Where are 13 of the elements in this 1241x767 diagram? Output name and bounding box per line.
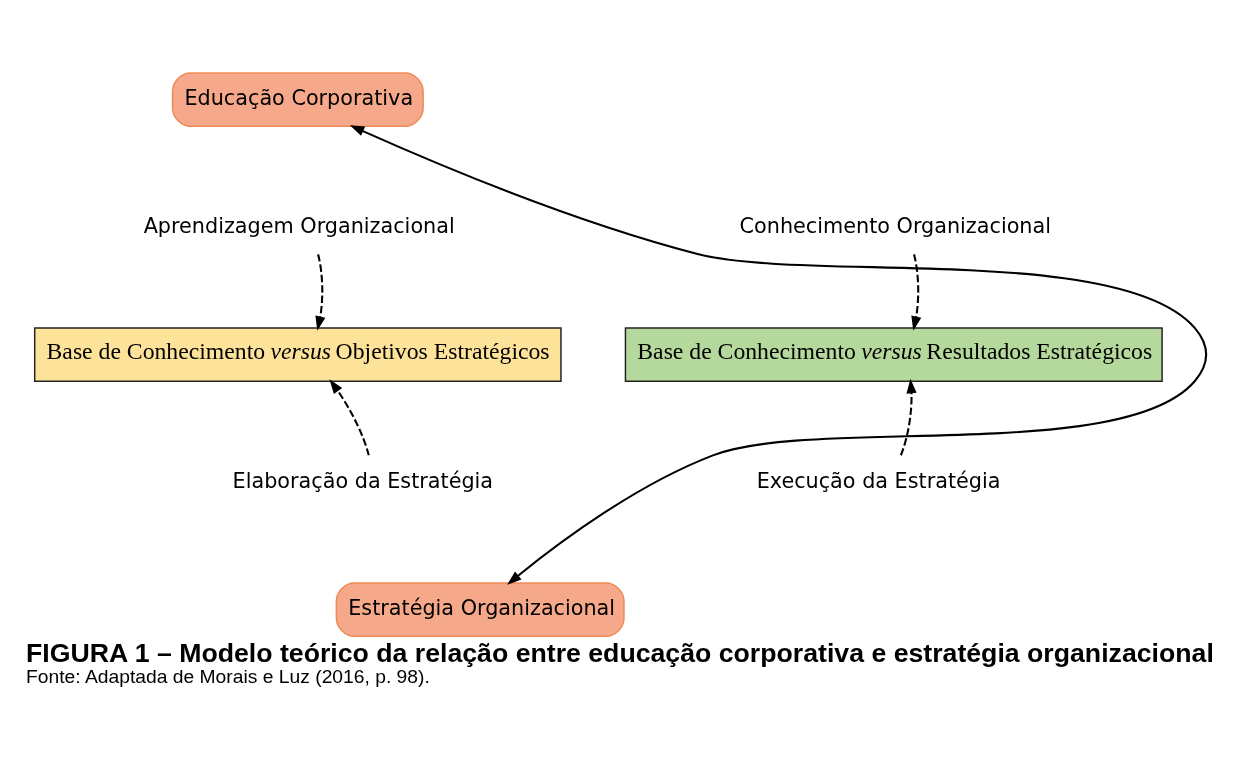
node-box: Educação Corporativa: [171, 72, 424, 128]
arrow: [315, 254, 326, 331]
node-box: Estratégia Organizacional: [335, 582, 625, 637]
arrow: [329, 379, 370, 456]
arrow: [349, 125, 1207, 585]
node-box: Base de Conhecimento versus Objetivos Estratégicos: [33, 327, 562, 382]
node-box: Base de Conhecimento versus Resultados Estratégicos: [624, 327, 1163, 382]
node-text: Conhecimento Organizacional: [739, 213, 1052, 238]
arrow: [911, 254, 922, 331]
node-text: Elaboração da Estratégia: [232, 468, 494, 493]
node-text: Aprendizagem Organizacional: [143, 213, 455, 238]
arrow: [899, 378, 917, 456]
node-text: Execução da Estratégia: [756, 468, 1001, 493]
